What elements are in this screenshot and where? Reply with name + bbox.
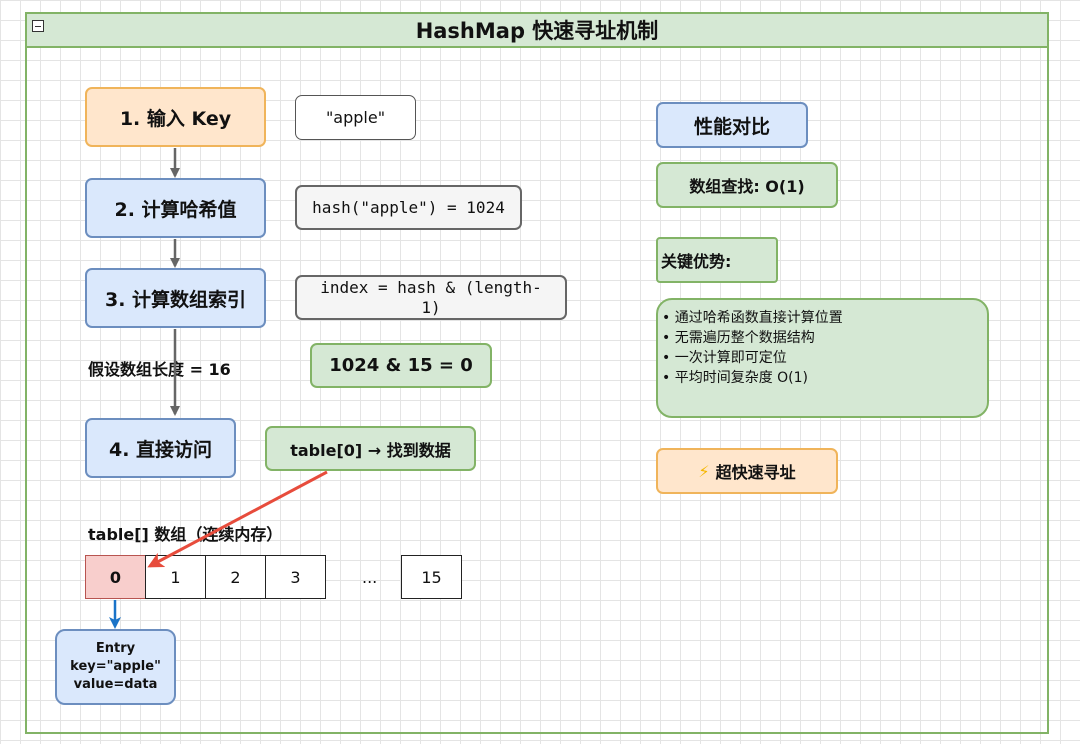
- table-cell-2: 2: [205, 555, 266, 599]
- array-length-assumption: 假设数组长度 = 16: [88, 360, 231, 379]
- performance-header-text: 性能对比: [693, 115, 770, 138]
- highlight-arrow: [147, 470, 328, 568]
- entry-key: key="apple": [70, 659, 161, 674]
- advantage-item: • 通过哈希函数直接计算位置: [662, 310, 843, 326]
- table-cell-1-label: 1: [170, 567, 181, 587]
- table-cell-3: 3: [265, 555, 326, 599]
- key-advantages-label: 关键优势:: [656, 237, 778, 283]
- advantage-item: • 无需遍历整个数据结构: [662, 330, 815, 346]
- step-input-key-label: 1. 输入 Key: [119, 107, 232, 130]
- title-text: HashMap 快速寻址机制: [415, 19, 659, 43]
- index-expression-line1: index = hash & (length-: [320, 277, 542, 297]
- hash-expression-box: hash("apple") = 1024: [295, 185, 522, 230]
- table-cell-2-label: 2: [230, 567, 241, 587]
- array-lookup-box: 数组查找: O(1): [656, 162, 838, 208]
- access-result-text: table[0] → 找到数据: [290, 440, 451, 460]
- fast-addressing-text: 超快速寻址: [715, 463, 796, 482]
- result-expression-box: 1024 & 15 = 0: [310, 343, 492, 388]
- performance-header: 性能对比: [656, 102, 808, 148]
- table-cell-0-label: 0: [109, 567, 122, 587]
- hash-expression-text: hash("apple") = 1024: [312, 198, 505, 217]
- advantage-item: • 平均时间复杂度 O(1): [662, 370, 809, 386]
- step-compute-hash-label: 2. 计算哈希值: [114, 198, 237, 221]
- table-cell-3-label: 3: [290, 567, 301, 587]
- result-expression-text: 1024 & 15 = 0: [329, 355, 473, 376]
- fast-addressing-badge: ⚡ 超快速寻址: [656, 448, 838, 494]
- table-array-label: table[] 数组（连续内存）: [88, 525, 283, 544]
- step-compute-hash: 2. 计算哈希值: [85, 178, 266, 238]
- advantage-item: • 一次计算即可定位: [662, 350, 787, 366]
- lightning-icon: ⚡: [698, 461, 710, 481]
- step-input-key: 1. 输入 Key: [85, 87, 266, 147]
- index-expression-box: index = hash & (length- 1): [295, 275, 567, 320]
- key-literal-text: "apple": [325, 108, 386, 127]
- key-advantages-text: 关键优势:: [661, 252, 732, 271]
- step-compute-index-label: 3. 计算数组索引: [104, 288, 247, 311]
- entry-box: Entry key="apple" value=data: [55, 629, 176, 705]
- step-direct-access: 4. 直接访问: [85, 418, 236, 478]
- entry-value: value=data: [73, 677, 158, 692]
- access-result-box: table[0] → 找到数据: [265, 426, 476, 471]
- array-lookup-text: 数组查找: O(1): [689, 177, 805, 196]
- diagram-title: HashMap 快速寻址机制: [25, 12, 1049, 48]
- collapse-icon[interactable]: [32, 20, 44, 32]
- step-direct-access-label: 4. 直接访问: [108, 438, 213, 461]
- table-cell-15-label: 15: [421, 567, 442, 587]
- advantages-list: • 通过哈希函数直接计算位置 • 无需遍历整个数据结构 • 一次计算即可定位 •…: [656, 298, 989, 418]
- table-ellipsis: ...: [362, 568, 378, 587]
- step-compute-index: 3. 计算数组索引: [85, 268, 266, 328]
- index-expression-line2: 1): [421, 297, 441, 317]
- table-cell-15: 15: [401, 555, 462, 599]
- key-literal-box: "apple": [295, 95, 416, 140]
- entry-title: Entry: [95, 641, 136, 656]
